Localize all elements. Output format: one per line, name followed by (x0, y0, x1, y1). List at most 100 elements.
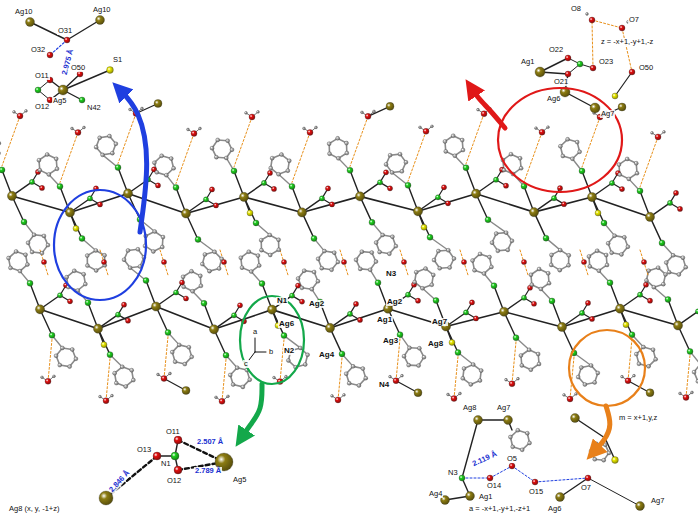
atom-ball (520, 363, 524, 367)
atom-ball (24, 253, 28, 257)
atom-ball (610, 251, 614, 255)
atom-ball (230, 148, 234, 152)
atom-ball (77, 71, 83, 77)
atom-ball (25, 110, 28, 113)
atom-ball (240, 266, 244, 270)
atom-ball (143, 277, 149, 283)
atom-ball (173, 290, 178, 295)
hydrogen-bond (340, 250, 348, 275)
hydrogen-bond (100, 250, 108, 275)
atom-ball (248, 378, 252, 382)
atom-ball (383, 170, 388, 175)
atom-ball (502, 168, 506, 172)
atom-ball (13, 111, 16, 114)
atom-label: Ag2 (386, 298, 403, 306)
atom-label: O7 (580, 484, 592, 492)
atom-ball (537, 362, 541, 366)
atom-ball (567, 253, 571, 257)
atom-ball (504, 416, 513, 425)
atom-label: m = x+1,y,z (618, 414, 658, 422)
atom-ball (328, 152, 332, 156)
atom-label: Ag5 (52, 97, 67, 105)
hydrogen-bond (222, 359, 226, 401)
atom-ball (535, 67, 545, 77)
atom-ball (443, 139, 447, 143)
atom-ball (452, 257, 456, 261)
atom-ball (161, 375, 167, 381)
atom-ball (696, 379, 698, 383)
atom-ball (111, 394, 114, 397)
atom-ball (661, 282, 665, 286)
atom-ball (306, 353, 310, 357)
atom-ball (247, 250, 251, 254)
atom-ball (302, 269, 306, 273)
atom-ball (633, 374, 636, 377)
atom-ball (226, 139, 230, 143)
atom-ball (54, 157, 58, 161)
atom-ball (57, 293, 62, 298)
atom-ball (417, 364, 421, 368)
callout-arrow (592, 406, 610, 454)
callout-arrow (470, 86, 505, 128)
atom-ball (647, 269, 651, 273)
distance-label: 2.507 Å (196, 438, 224, 446)
atom-ball (404, 160, 408, 164)
atom-label: O7 (628, 16, 640, 24)
atom-ball (187, 345, 191, 349)
distance-label: 2.975 Å (60, 47, 75, 76)
atom-ball (203, 197, 208, 202)
atom-label: Ag5 (232, 476, 247, 484)
atom-ball (364, 376, 368, 380)
atom-ball (94, 248, 98, 252)
atom-ball (459, 392, 462, 395)
atom-ball (181, 209, 190, 218)
atom-ball (267, 170, 272, 175)
atom-ball (601, 220, 607, 226)
atom-ball (370, 251, 374, 255)
atom-ball (256, 254, 260, 258)
atom-ball (579, 366, 583, 370)
atom-ball (298, 346, 302, 350)
highlight-ellipse (240, 296, 304, 384)
atom-ball (471, 189, 480, 198)
atom-ball (41, 259, 46, 264)
atom-ball (115, 312, 120, 317)
atom-ball (641, 345, 645, 349)
atom-ball (187, 128, 190, 131)
atom-label: Ag1 (376, 316, 393, 324)
atom-ball (577, 61, 583, 67)
atom-ball (200, 262, 204, 266)
atom-ball (151, 249, 155, 253)
atom-ball (96, 16, 105, 25)
atom-ball (311, 235, 317, 241)
hydrogen-bond (466, 114, 484, 164)
atom-ball (595, 210, 601, 216)
atom-ball (231, 383, 235, 387)
hydrogen-bond (350, 116, 368, 166)
atom-ball (231, 313, 236, 318)
atom-ball (289, 293, 294, 298)
atom-label: Ag2 (308, 300, 325, 308)
atom-ball (435, 195, 440, 200)
atom-ball (413, 280, 417, 284)
atom-ball (617, 163, 621, 167)
atom-ball (567, 396, 573, 402)
atom-ball (557, 186, 562, 191)
atom-ball (161, 235, 165, 239)
atom-ball (65, 208, 74, 217)
atom-ball (83, 126, 86, 129)
atom-ball (37, 158, 41, 162)
atom-ball (40, 251, 44, 255)
atom-ball (49, 332, 55, 338)
atom-ball (68, 365, 72, 369)
atom-ball (339, 351, 345, 357)
atom-ball (58, 85, 68, 95)
highlight-ellipse (498, 88, 622, 192)
atom-ball (558, 144, 562, 148)
atom-ball (344, 372, 348, 376)
atom-ball (593, 457, 597, 461)
atom-ball (55, 167, 59, 171)
atom-ball (365, 113, 371, 119)
atom-label: c (243, 360, 249, 368)
